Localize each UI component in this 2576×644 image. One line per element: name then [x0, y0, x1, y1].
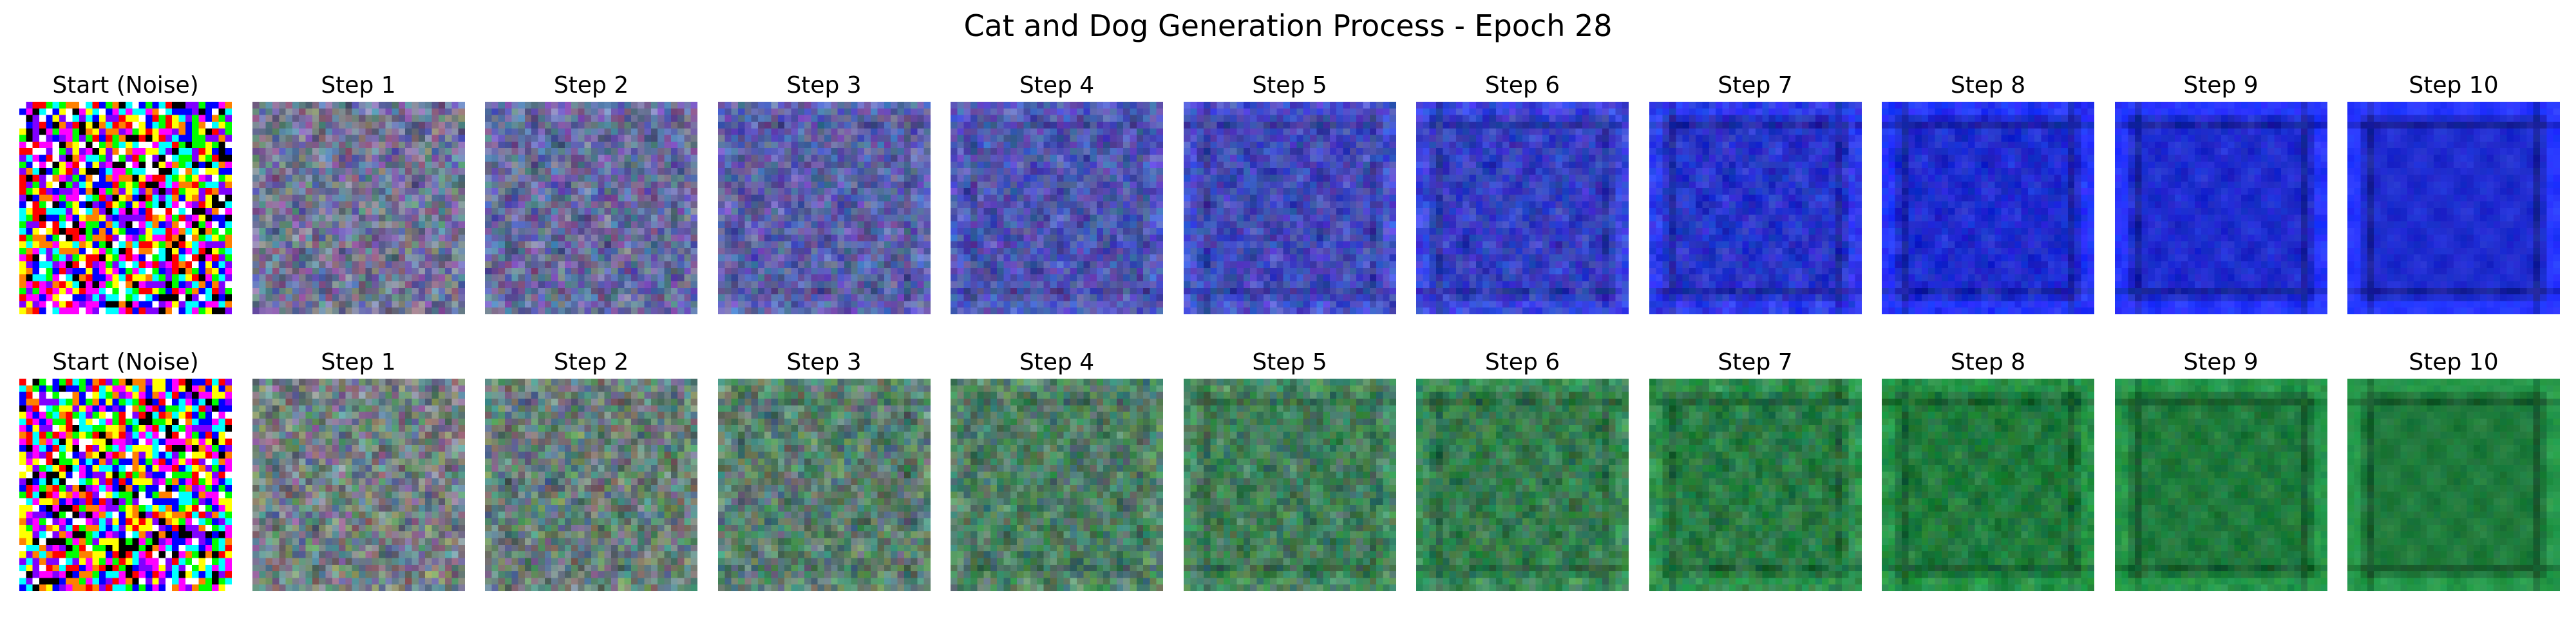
generated-image — [1649, 102, 1862, 314]
panel-label: Step 8 — [1950, 72, 2026, 99]
panel-label: Step 2 — [553, 349, 629, 375]
generated-image — [485, 379, 697, 591]
panel-label: Step 8 — [1950, 349, 2026, 375]
generated-image — [2114, 102, 2327, 314]
generated-image — [19, 102, 232, 314]
panel-label: Step 1 — [321, 349, 396, 375]
panel-dog-3: Step 3 — [717, 348, 931, 599]
panel-label: Step 9 — [2183, 72, 2259, 99]
generated-image — [2347, 379, 2560, 591]
generated-image — [1649, 379, 1862, 591]
panel-label: Step 6 — [1484, 349, 1560, 375]
panel-label: Step 6 — [1484, 72, 1560, 99]
generated-image — [951, 379, 1163, 591]
panel-dog-0: Start (Noise) — [19, 348, 232, 599]
generated-image — [252, 379, 465, 591]
panel-cat-0: Start (Noise) — [19, 71, 232, 322]
generated-image — [485, 102, 697, 314]
generated-image — [252, 102, 465, 314]
panel-dog-10: Step 10 — [2347, 348, 2560, 599]
panel-cat-9: Step 9 — [2114, 71, 2327, 322]
panel-label: Step 4 — [1019, 72, 1095, 99]
generated-image — [2347, 102, 2560, 314]
figure-title: Cat and Dog Generation Process - Epoch 2… — [963, 8, 1613, 43]
row-cat: Start (Noise) Step 1 Step 2 Step 3 Step 4 Ste… — [0, 71, 2576, 348]
panel-cat-1: Step 1 — [252, 71, 465, 322]
panel-dog-1: Step 1 — [252, 348, 465, 599]
generated-image — [717, 379, 931, 591]
generated-image — [1416, 102, 1629, 314]
panel-dog-2: Step 2 — [485, 348, 697, 599]
generated-image — [1183, 102, 1396, 314]
panel-label: Step 5 — [1252, 349, 1327, 375]
panel-dog-5: Step 5 — [1183, 348, 1396, 599]
panel-label: Step 1 — [321, 72, 396, 99]
panel-label: Step 3 — [786, 349, 862, 375]
panel-cat-3: Step 3 — [717, 71, 931, 322]
generated-image — [1183, 379, 1396, 591]
panel-dog-9: Step 9 — [2114, 348, 2327, 599]
generated-image — [19, 379, 232, 591]
panel-label: Step 9 — [2183, 349, 2259, 375]
panel-label: Step 10 — [2409, 349, 2499, 375]
panel-cat-5: Step 5 — [1183, 71, 1396, 322]
panel-label: Step 10 — [2409, 72, 2499, 99]
panel-dog-4: Step 4 — [951, 348, 1163, 599]
panel-cat-6: Step 6 — [1416, 71, 1629, 322]
panel-cat-10: Step 10 — [2347, 71, 2560, 322]
generated-image — [951, 102, 1163, 314]
panel-dog-7: Step 7 — [1649, 348, 1862, 599]
panel-cat-2: Step 2 — [485, 71, 697, 322]
generated-image — [1416, 379, 1629, 591]
panel-cat-4: Step 4 — [951, 71, 1163, 322]
panel-dog-6: Step 6 — [1416, 348, 1629, 599]
panel-label: Step 7 — [1718, 72, 1793, 99]
panel-label: Step 7 — [1718, 349, 1793, 375]
panel-label: Start (Noise) — [52, 72, 199, 99]
panel-label: Step 4 — [1019, 349, 1095, 375]
panel-dog-8: Step 8 — [1882, 348, 2094, 599]
panel-label: Step 3 — [786, 72, 862, 99]
generated-image — [1882, 379, 2094, 591]
generated-image — [1882, 102, 2094, 314]
row-dog: Start (Noise) Step 1 Step 2 Step 3 Step 4 Ste… — [0, 348, 2576, 625]
panel-label: Step 5 — [1252, 72, 1327, 99]
generated-image — [2114, 379, 2327, 591]
panel-label: Start (Noise) — [52, 349, 199, 375]
panel-cat-8: Step 8 — [1882, 71, 2094, 322]
generated-image — [717, 102, 931, 314]
panel-label: Step 2 — [553, 72, 629, 99]
panel-cat-7: Step 7 — [1649, 71, 1862, 322]
